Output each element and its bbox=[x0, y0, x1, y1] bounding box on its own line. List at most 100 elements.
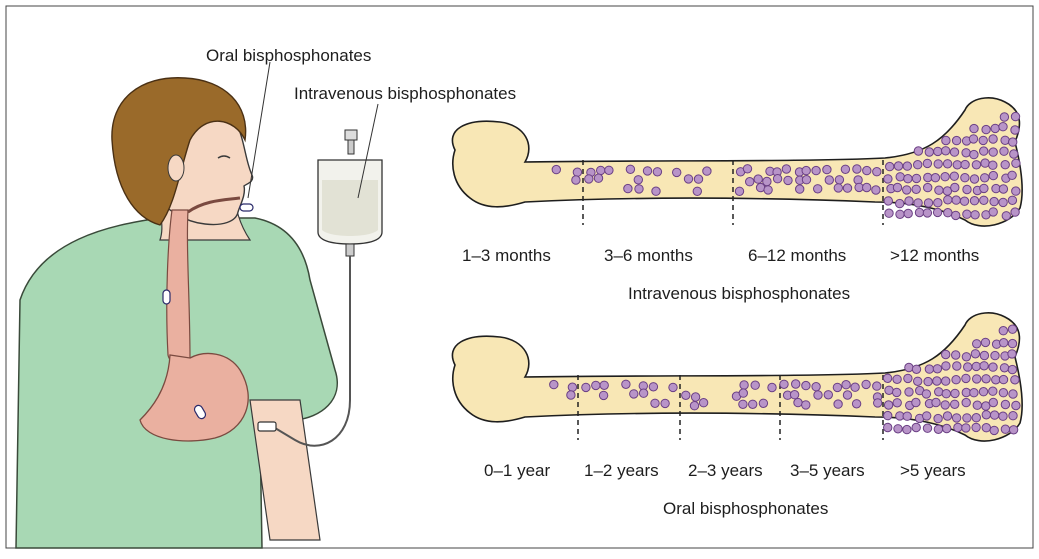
oral-drug-deposit bbox=[833, 383, 841, 391]
oral-drug-deposit bbox=[942, 390, 950, 398]
iv-drug-deposit bbox=[1012, 187, 1020, 195]
iv-drug-deposit bbox=[693, 187, 701, 195]
iv-drug-deposit bbox=[914, 161, 922, 169]
oral-period-label: 3–5 years bbox=[790, 461, 865, 481]
iv-drug-deposit bbox=[1011, 126, 1019, 134]
iv-drug-deposit bbox=[746, 178, 754, 186]
iv-drug-deposit bbox=[863, 183, 871, 191]
oral-drug-deposit bbox=[812, 383, 820, 391]
iv-drug-deposit bbox=[934, 160, 942, 168]
oral-drug-deposit bbox=[883, 374, 891, 382]
oral-drug-deposit bbox=[912, 423, 920, 431]
oral-drug-deposit bbox=[682, 391, 690, 399]
iv-drug-deposit bbox=[886, 162, 894, 170]
oral-drug-deposit bbox=[792, 380, 800, 388]
iv-drug-deposit bbox=[585, 175, 593, 183]
oral-drug-deposit bbox=[582, 383, 590, 391]
iv-drug-deposit bbox=[924, 183, 932, 191]
iv-drug-deposit bbox=[853, 165, 861, 173]
oral-drug-deposit bbox=[567, 391, 575, 399]
iv-drug-deposit bbox=[552, 165, 560, 173]
iv-drug-deposit bbox=[694, 175, 702, 183]
iv-drug-deposit bbox=[835, 176, 843, 184]
iv-drug-deposit bbox=[903, 186, 911, 194]
oral-drug-deposit bbox=[942, 362, 950, 370]
oral-drug-deposit bbox=[954, 423, 962, 431]
iv-drug-deposit bbox=[841, 165, 849, 173]
iv-drug-deposit bbox=[814, 185, 822, 193]
oral-drug-deposit bbox=[1008, 350, 1016, 358]
oral-drug-deposit bbox=[972, 414, 980, 422]
oral-drug-deposit bbox=[972, 362, 980, 370]
iv-drug-deposit bbox=[989, 208, 997, 216]
iv-drug-deposit bbox=[643, 167, 651, 175]
iv-drug-deposit bbox=[834, 184, 842, 192]
oral-drug-deposit bbox=[630, 390, 638, 398]
iv-drug-deposit bbox=[972, 161, 980, 169]
oral-drug-deposit bbox=[1001, 425, 1009, 433]
oral-drug-deposit bbox=[943, 412, 951, 420]
iv-drug-deposit bbox=[924, 199, 932, 207]
iv-drug-deposit bbox=[934, 199, 942, 207]
iv-drug-deposit bbox=[605, 166, 613, 174]
iv-drug-deposit bbox=[953, 161, 961, 169]
oral-drug-deposit bbox=[999, 389, 1007, 397]
oral-drug-deposit bbox=[740, 381, 748, 389]
oral-drug-deposit bbox=[964, 363, 972, 371]
iv-drug-deposit bbox=[961, 160, 969, 168]
oral-drug-deposit bbox=[951, 400, 959, 408]
iv-drug-deposit bbox=[635, 185, 643, 193]
iv-drug-deposit bbox=[825, 176, 833, 184]
oral-drug-deposit bbox=[912, 365, 920, 373]
oral-label: Oral bisphosphonates bbox=[206, 46, 371, 66]
iv-drug-deposit bbox=[969, 135, 977, 143]
iv-drug-deposit bbox=[979, 136, 987, 144]
iv-drug-deposit bbox=[980, 196, 988, 204]
iv-drug-deposit bbox=[991, 124, 999, 132]
iv-drug-deposit bbox=[935, 186, 943, 194]
iv-drug-deposit bbox=[980, 147, 988, 155]
oral-drug-deposit bbox=[989, 387, 997, 395]
oral-drug-deposit bbox=[1008, 339, 1016, 347]
iv-drug-deposit bbox=[823, 165, 831, 173]
iv-drug-deposit bbox=[970, 124, 978, 132]
iv-drug-deposit bbox=[843, 184, 851, 192]
iv-drug-deposit bbox=[989, 161, 997, 169]
oral-drug-deposit bbox=[862, 380, 870, 388]
oral-drug-deposit bbox=[874, 399, 882, 407]
iv-drug-deposit bbox=[989, 135, 997, 143]
oral-drug-deposit bbox=[599, 391, 607, 399]
oral-drug-deposit bbox=[1000, 339, 1008, 347]
iv-drug-deposit bbox=[905, 197, 913, 205]
iv-drug-deposit bbox=[652, 187, 660, 195]
oral-drug-deposit bbox=[935, 388, 943, 396]
iv-drug-deposit bbox=[673, 168, 681, 176]
oral-drug-deposit bbox=[923, 424, 931, 432]
oral-drug-deposit bbox=[933, 377, 941, 385]
iv-drug-deposit bbox=[962, 149, 970, 157]
oral-drug-deposit bbox=[999, 375, 1007, 383]
oral-drug-deposit bbox=[1009, 390, 1017, 398]
oral-drug-deposit bbox=[893, 375, 901, 383]
oral-drug-deposit bbox=[759, 399, 767, 407]
iv-drug-deposit bbox=[735, 187, 743, 195]
oral-drug-deposit bbox=[1008, 325, 1016, 333]
iv-period-label: 1–3 months bbox=[462, 246, 551, 266]
oral-drug-deposit bbox=[972, 423, 980, 431]
oral-pointer bbox=[248, 62, 270, 198]
oral-bone-diagram bbox=[452, 313, 1022, 441]
oral-drug-deposit bbox=[691, 393, 699, 401]
oral-drug-deposit bbox=[852, 400, 860, 408]
oral-drug-deposit bbox=[999, 327, 1007, 335]
iv-drug-deposit bbox=[963, 185, 971, 193]
iv-drug-deposit bbox=[873, 168, 881, 176]
iv-period-label: 6–12 months bbox=[748, 246, 846, 266]
iv-drug-deposit bbox=[812, 166, 820, 174]
oral-drug-deposit bbox=[893, 388, 901, 396]
oral-drug-deposit bbox=[739, 400, 747, 408]
oral-drug-deposit bbox=[991, 351, 999, 359]
iv-drug-deposit bbox=[863, 166, 871, 174]
iv-drug-deposit bbox=[782, 165, 790, 173]
oral-drug-deposit bbox=[903, 412, 911, 420]
